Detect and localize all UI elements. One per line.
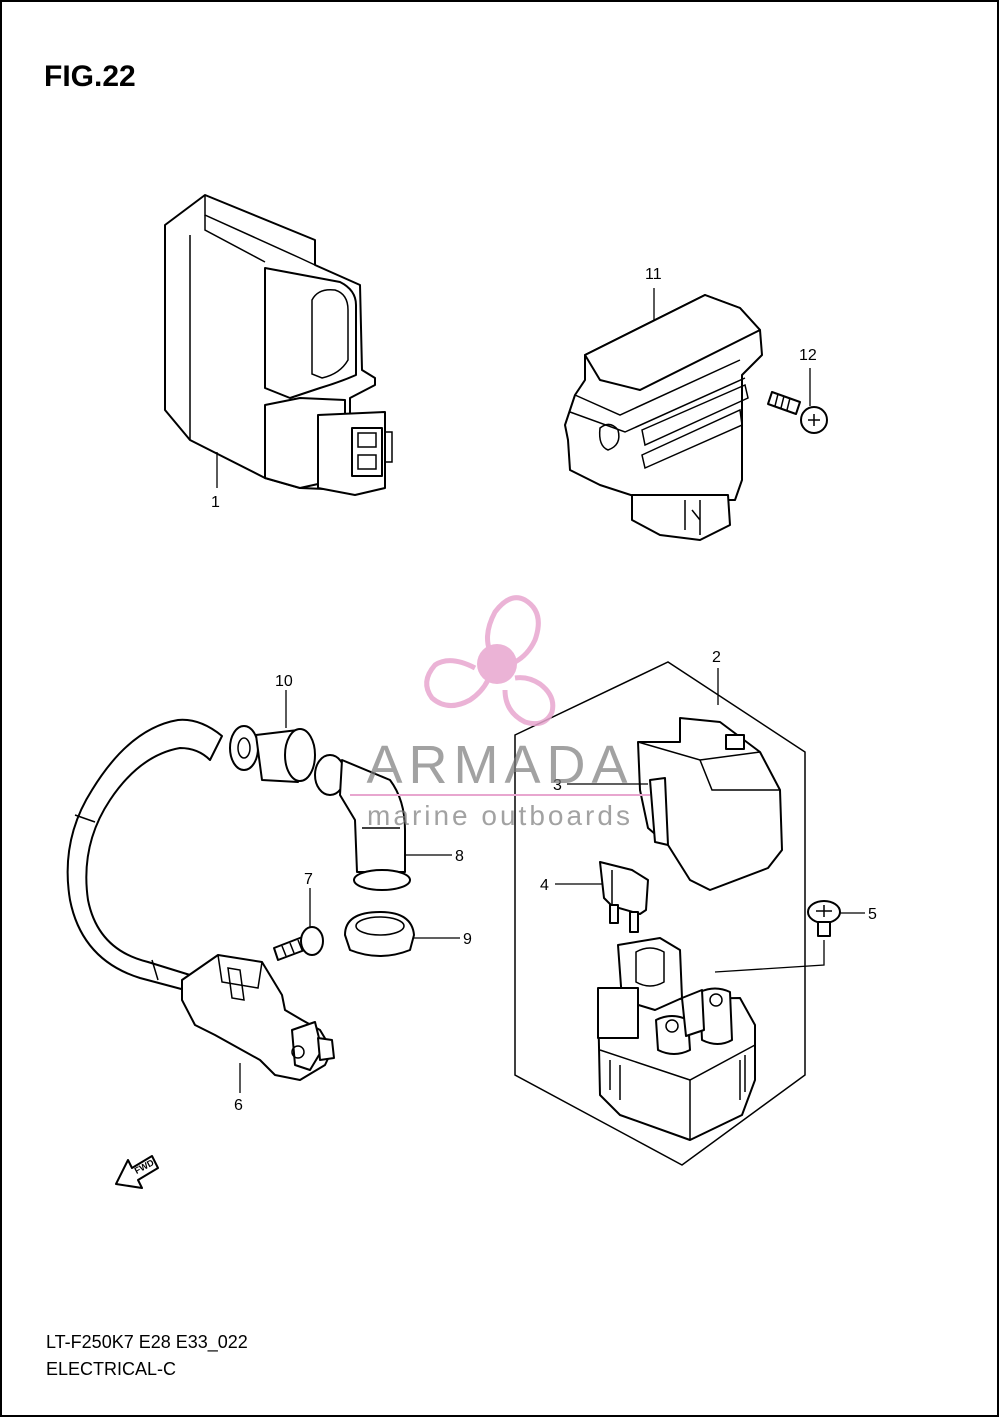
figure-title: FIG.22 — [44, 60, 136, 93]
fwd-arrow-icon: FWD — [115, 1155, 159, 1189]
callout-5: 5 — [868, 906, 877, 923]
callout-1: 1 — [211, 494, 220, 511]
propeller-hub — [477, 644, 517, 684]
part-9-seal[interactable] — [344, 911, 415, 957]
part-6-ignition-coil[interactable] — [66, 718, 335, 1081]
starter-relay-body[interactable] — [597, 937, 756, 1141]
part-12-bolt[interactable] — [767, 391, 828, 434]
part-8-cap[interactable] — [314, 754, 411, 891]
callout-4: 4 — [540, 877, 549, 894]
callout-11: 11 — [645, 266, 662, 283]
part-10-grommet[interactable] — [229, 725, 316, 783]
part-7-bolt[interactable] — [273, 926, 324, 961]
watermark-logo — [424, 595, 556, 727]
part-4-fuse[interactable] — [599, 861, 649, 933]
model-code: LT-F250K7 E28 E33_022 — [46, 1332, 248, 1352]
section-name: ELECTRICAL-C — [46, 1359, 177, 1379]
watermark-brand: ARMADA — [366, 735, 633, 795]
part-11-regulator[interactable] — [564, 294, 763, 541]
callout-6: 6 — [234, 1097, 243, 1114]
part-3-relay-cover[interactable] — [637, 717, 783, 891]
callout-10: 10 — [275, 673, 293, 690]
watermark-tagline: marine outboards — [367, 800, 633, 831]
callout-9: 9 — [463, 931, 472, 948]
callout-7: 7 — [304, 871, 313, 888]
callout-8: 8 — [455, 848, 464, 865]
part-1-cdi-unit[interactable] — [164, 194, 393, 496]
callout-12: 12 — [799, 347, 817, 364]
propeller-icon — [424, 595, 556, 727]
part-5-screw[interactable] — [807, 900, 841, 937]
leader-5-target — [714, 940, 825, 973]
part-2-relay-group-outline — [514, 661, 806, 1166]
callout-3: 3 — [553, 777, 562, 794]
callout-2: 2 — [712, 649, 721, 666]
